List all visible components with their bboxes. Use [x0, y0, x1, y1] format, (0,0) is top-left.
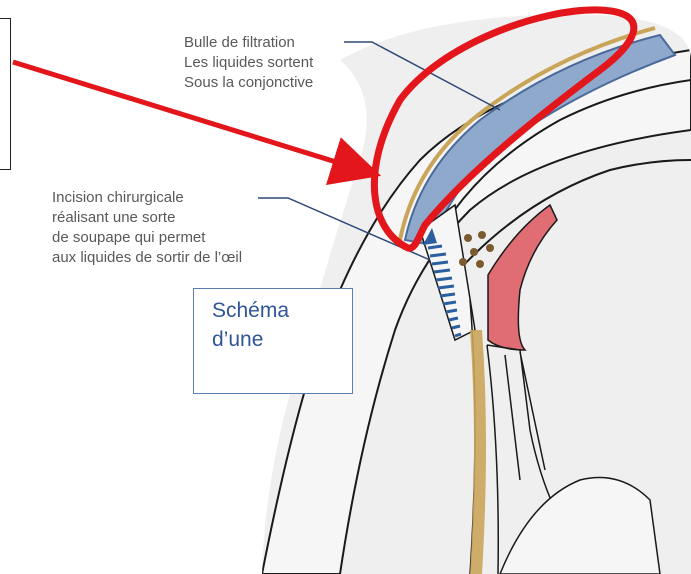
eye-cross-section: [250, 0, 691, 574]
bubble-label: Bulle de filtration Les liquides sortent…: [184, 33, 313, 93]
caption-line1: Schéma: [212, 296, 352, 325]
caption-line2: d’une: [212, 325, 352, 354]
bubble-label-line2: Les liquides sortent: [184, 53, 313, 73]
bubble-label-line1: Bulle de filtration: [184, 33, 313, 53]
incision-label-line3: de soupape qui permet: [52, 228, 242, 248]
incision-label-line1: Incision chirurgicale: [52, 188, 242, 208]
bubble-label-line3: Sous la conjonctive: [184, 73, 313, 93]
incision-label-line2: réalisant une sorte: [52, 208, 242, 228]
incision-label: Incision chirurgicale réalisant une sort…: [52, 188, 242, 268]
left-text-box-edge: [0, 18, 11, 170]
incision-label-line4: aux liquides de sortir de l’œil: [52, 248, 242, 268]
caption-box: Schéma d’une: [193, 288, 353, 394]
